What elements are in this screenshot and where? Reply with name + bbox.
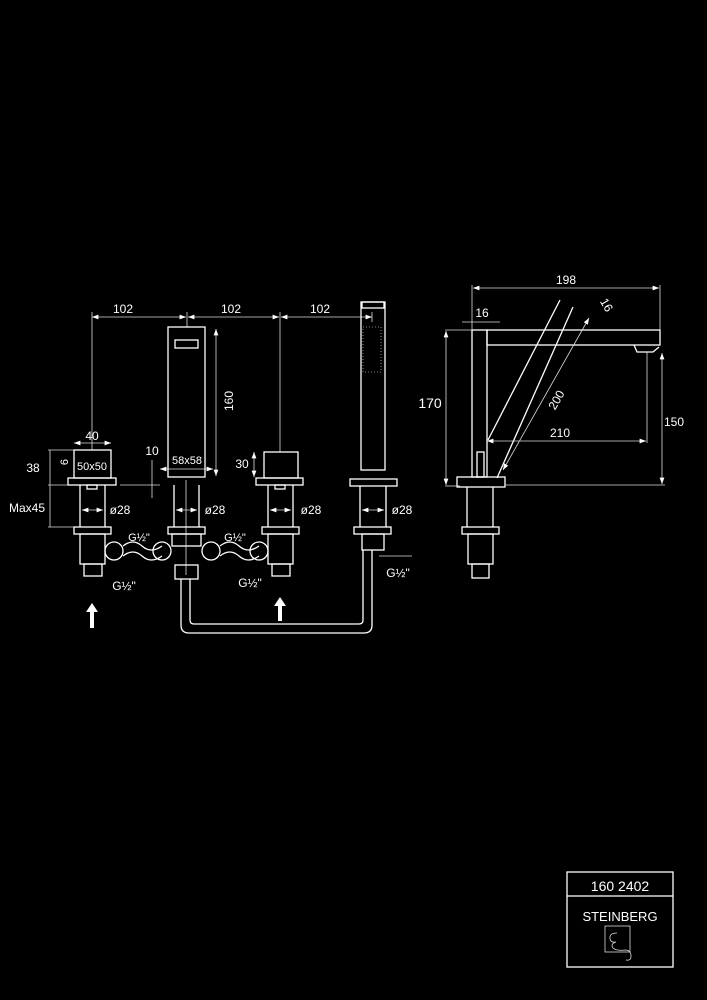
spout-thickness-label: 16 [597,296,616,315]
brand-name: STEINBERG [582,909,657,924]
diverter-height-label: 30 [235,457,249,471]
inlet-arrow-cold [86,603,98,628]
stem-diameter-label-4: ø28 [392,503,413,517]
projection-label: 210 [550,426,570,440]
stem-diameter-label-1: ø28 [110,503,131,517]
handle-gap-label: 6 [59,459,71,465]
article-number: 160 2402 [591,878,650,894]
side-view: 198 16 16 170 150 210 200 [418,273,684,579]
stem-diameter-label-3: ø28 [301,503,322,517]
diagonal-length-label: 200 [545,388,567,413]
stem-diameter-label-2: ø28 [205,503,226,517]
overall-length-label: 198 [556,273,576,287]
spacing-label-3: 102 [310,302,330,316]
spacing-label-2: 102 [221,302,241,316]
handle-width-label: 40 [85,429,99,443]
connection-label-1: G½" [128,532,150,544]
spout: 160 58x58 10 ø28 [120,326,236,580]
hose-connections: G½" G½" G½" G½" G½" [104,532,410,634]
connection-label-4: G½" [238,576,262,590]
left-handle: 40 50x50 38 6 Max45 ø28 [9,429,131,577]
front-view: 102 102 102 40 50x50 38 6 Max45 ø28 [9,301,413,634]
deck-thickness-label: Max45 [9,501,45,515]
spout-gap-label: 10 [145,444,159,458]
diverter-handle: 30 ø28 [235,451,322,577]
spacing-dimensions: 102 102 102 [91,302,373,452]
inlet-arrow-hot [274,597,286,621]
connection-label-2: G½" [224,532,246,544]
outlet-height-label: 150 [664,415,684,429]
spout-size-label: 58x58 [172,455,202,467]
overall-height-label: 170 [418,395,442,411]
handle-height-label: 38 [26,461,40,475]
connection-label-3: G½" [112,579,136,593]
connection-label-5: G½" [386,566,410,580]
handle-size-label: 50x50 [77,461,107,473]
brand-logo-icon [604,925,632,961]
hand-shower: ø28 [349,301,413,557]
spacing-label-1: 102 [113,302,133,316]
body-width-label: 16 [475,306,489,320]
spout-height-label: 160 [222,391,236,411]
title-block: 160 2402 STEINBERG [566,871,674,968]
